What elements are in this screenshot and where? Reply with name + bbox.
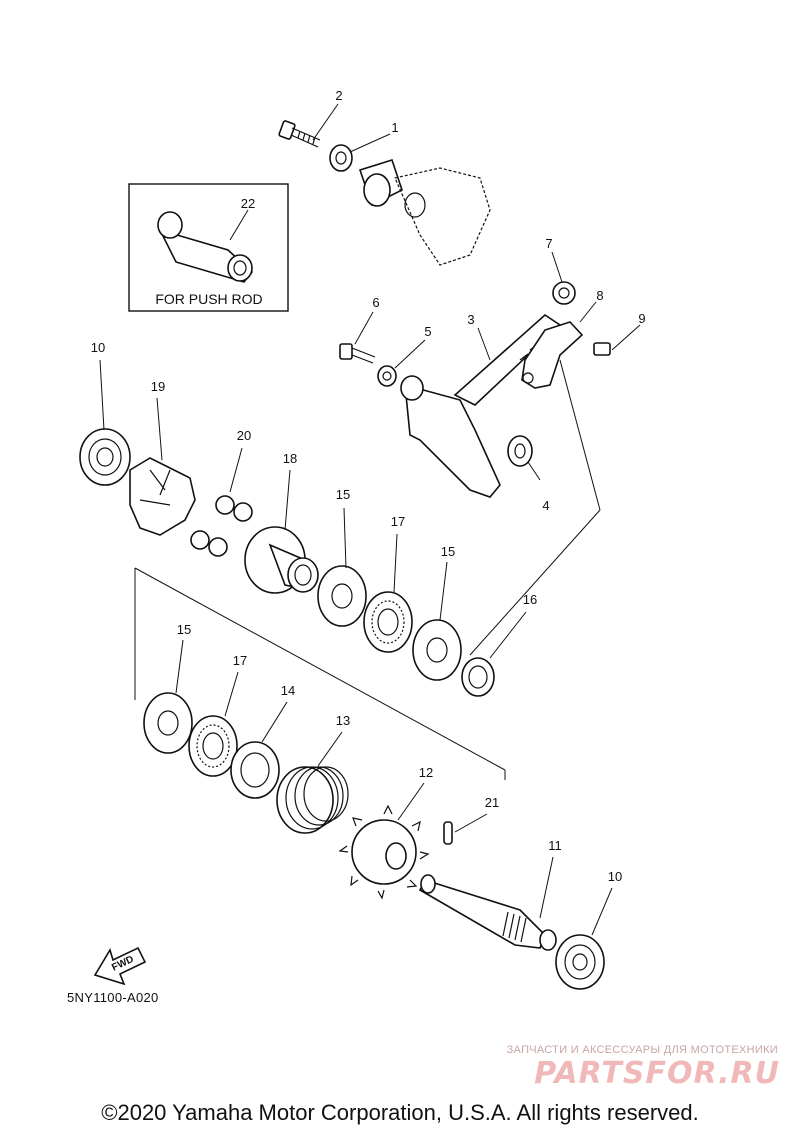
part-15-washer-a xyxy=(317,565,367,627)
part-9-screw xyxy=(593,342,611,356)
callout-15-c: 15 xyxy=(177,622,191,637)
part-13-spring xyxy=(276,766,349,834)
copyright-notice: ©2020 Yamaha Motor Corporation, U.S.A. A… xyxy=(101,1100,699,1125)
part-15-washer-b xyxy=(412,619,462,681)
watermark-tagline: ЗАПЧАСТИ И АКСЕССУАРЫ ДЛЯ МОТОТЕХНИКИ xyxy=(506,1044,778,1056)
callout-8: 8 xyxy=(596,288,603,303)
callout-6: 6 xyxy=(372,295,379,310)
callout-17-b: 17 xyxy=(233,653,247,668)
part-6-bolt xyxy=(339,343,376,364)
callout-17-a: 17 xyxy=(391,514,405,529)
callout-13: 13 xyxy=(336,713,350,728)
part-15-washer-c xyxy=(143,692,193,754)
callout-2: 2 xyxy=(335,88,342,103)
callout-20: 20 xyxy=(237,428,251,443)
callout-10-left: 10 xyxy=(91,340,105,355)
callout-16: 16 xyxy=(523,592,537,607)
part-17-needle-bearing-a xyxy=(363,591,413,653)
part-7-collar xyxy=(552,281,576,305)
callout-7: 7 xyxy=(545,236,552,251)
part-20-balls xyxy=(190,495,253,557)
callout-5: 5 xyxy=(424,324,431,339)
diagram-code: 5NY1100-A020 xyxy=(67,990,159,1005)
callout-labels: 2 1 22 7 8 6 3 9 5 10 19 20 18 4 15 17 1… xyxy=(91,88,646,884)
inset-label: FOR PUSH ROD xyxy=(155,291,262,307)
part-22-push-rod-pin xyxy=(157,211,254,283)
callout-14: 14 xyxy=(281,683,295,698)
part-2-bolt xyxy=(278,120,321,148)
part-19-ratchet xyxy=(129,457,196,536)
callout-9: 9 xyxy=(638,311,645,326)
callout-4: 4 xyxy=(542,498,549,513)
part-4-lever-collar xyxy=(400,375,533,498)
callout-18: 18 xyxy=(283,451,297,466)
part-11-shaft xyxy=(418,874,557,951)
part-21-pin xyxy=(443,821,453,845)
callout-19: 19 xyxy=(151,379,165,394)
part-16-collar xyxy=(461,657,495,697)
callout-11: 11 xyxy=(548,838,562,853)
watermark-brand-logo: PARTSFOR.RU xyxy=(534,1056,780,1091)
part-12-gear xyxy=(338,804,430,900)
callout-15-a: 15 xyxy=(336,487,350,502)
part-10-bearing-right xyxy=(555,934,605,990)
leader-lines xyxy=(99,103,641,936)
callout-22: 22 xyxy=(241,196,255,211)
callout-10-right: 10 xyxy=(608,869,622,884)
part-5-washer xyxy=(377,365,397,387)
inset-box: FOR PUSH ROD xyxy=(128,183,289,312)
push-rod-sleeve xyxy=(358,159,491,266)
callout-15-b: 15 xyxy=(441,544,455,559)
part-1-nut xyxy=(329,144,353,172)
callout-3: 3 xyxy=(467,312,474,327)
part-10-bearing-left xyxy=(79,428,131,486)
callout-1: 1 xyxy=(391,120,398,135)
callout-21: 21 xyxy=(485,795,499,810)
part-14-collar xyxy=(230,741,280,799)
callout-12: 12 xyxy=(419,765,433,780)
part-17-needle-bearing-b xyxy=(188,715,238,777)
part-8-bracket xyxy=(521,321,584,389)
fwd-arrow-icon: FWD xyxy=(93,946,147,986)
part-18-flange xyxy=(244,526,319,594)
